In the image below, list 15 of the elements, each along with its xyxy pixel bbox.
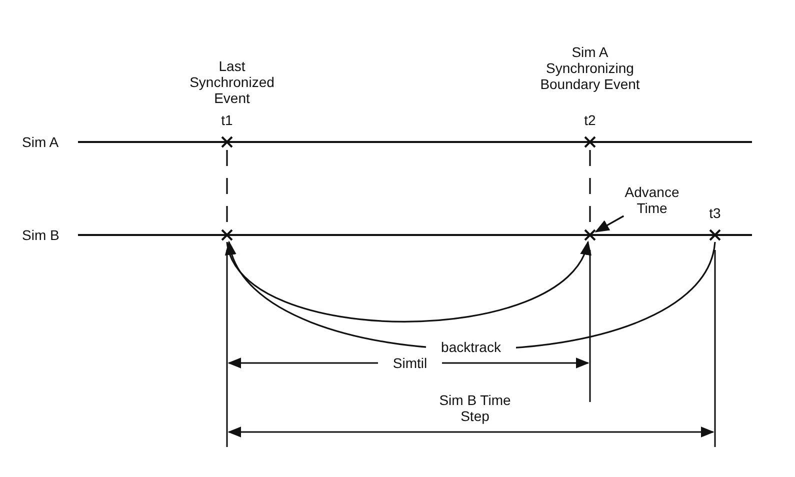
timeline-label: Sim A [22,134,60,150]
time-label: t3 [708,205,722,221]
event-caption: Last Synchronized Event [188,58,276,106]
time-label: t1 [220,112,234,128]
callout-text: Advance Time [612,184,692,216]
event-caption: Sim A Synchronizing Boundary Event [540,44,640,92]
event-cross-icon [221,229,233,241]
leader-arrow [594,215,624,232]
curved-arrow [226,240,589,322]
dimension-label: Simtil [378,355,442,371]
event-cross-icon [584,229,596,241]
edge-label: backtrack [426,339,516,356]
dimension-label: Sim B Time Step [438,392,512,424]
time-label: t2 [583,112,597,128]
timeline-label: Sim B [22,227,60,243]
